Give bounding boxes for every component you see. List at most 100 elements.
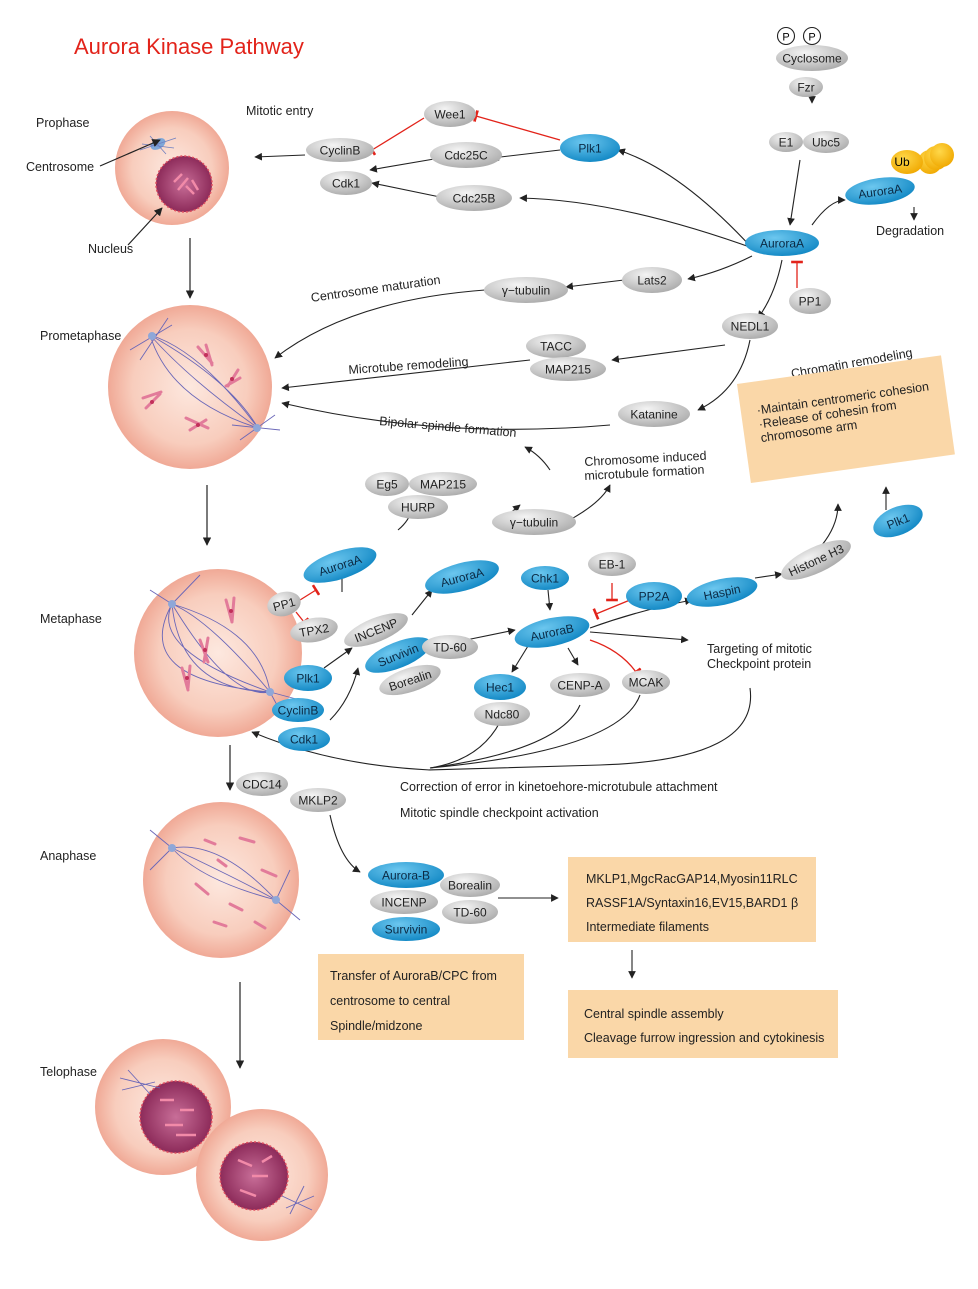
- node-gamma-tubulin-2: γ−tubulin: [492, 509, 576, 535]
- node-label-nedl1: NEDL1: [731, 320, 770, 334]
- node-fzr: Fzr: [789, 77, 823, 97]
- node-aurora-b: AuroraB: [514, 616, 590, 648]
- node-label-map215-1: MAP215: [545, 363, 591, 377]
- node-label-lats2: Lats2: [637, 274, 667, 288]
- node-ubc5: Ubc5: [803, 131, 849, 153]
- node-incenp-2: INCENP: [370, 890, 438, 914]
- node-label-pp2a: PP2A: [639, 590, 670, 604]
- node-cyclinb-top: CyclinB: [306, 138, 374, 162]
- phase-label-prophase: Prophase: [36, 116, 90, 130]
- node-label-hurp: HURP: [401, 501, 435, 515]
- node-label-borealin-2: Borealin: [448, 879, 492, 893]
- cell-prophase: [115, 111, 229, 225]
- phospho-markers: P P: [776, 26, 822, 46]
- node-label-eg5: Eg5: [376, 478, 398, 492]
- box-transfer: Transfer of AuroraB/CPC from centrosome …: [318, 954, 524, 1040]
- box-substrates-line-1: MKLP1,MgcRacGAP14,Myosin11RLC: [586, 872, 798, 886]
- label-targeting-1: Targeting of mitotic: [707, 642, 812, 656]
- node-label-pp1-meta: PP1: [271, 595, 297, 614]
- node-aurora-a-2: AuroraA: [425, 560, 499, 594]
- node-label-cdk1-meta: Cdk1: [290, 733, 318, 747]
- node-label-wee1: Wee1: [434, 108, 465, 122]
- phospho-label-1: P: [782, 32, 789, 44]
- box-transfer-line-2: centrosome to central: [330, 994, 451, 1008]
- node-label-pp1-top: PP1: [799, 295, 822, 309]
- node-ndc80: Ndc80: [474, 702, 530, 726]
- node-wee1: Wee1: [424, 101, 476, 127]
- node-cyclinb-meta: CyclinB: [272, 698, 324, 722]
- node-label-chk1: Chk1: [531, 572, 559, 586]
- node-label-cdk1-top: Cdk1: [332, 177, 360, 191]
- phase-arrows: [99, 139, 245, 1069]
- box-substrates-line-3: Intermediate filaments: [586, 920, 709, 934]
- node-label-cdc14: CDC14: [242, 778, 282, 792]
- node-hurp: HURP: [388, 495, 448, 519]
- node-chk1: Chk1: [521, 566, 569, 590]
- node-label-cyclinb-meta: CyclinB: [278, 704, 319, 718]
- label-degradation: Degradation: [876, 224, 945, 238]
- node-haspin: Haspin: [686, 577, 758, 607]
- node-label-hec1: Hec1: [486, 681, 514, 695]
- phase-label-telophase: Telophase: [40, 1065, 97, 1079]
- node-cenp-a: CENP-A: [550, 673, 610, 697]
- node-label-plk1-meta: Plk1: [296, 672, 320, 686]
- node-label-tpx2: TPX2: [298, 621, 330, 640]
- node-label-td60-2: TD-60: [453, 906, 487, 920]
- node-cdk1-top: Cdk1: [320, 171, 372, 195]
- node-eg5: Eg5: [365, 472, 409, 496]
- node-td60-2: TD-60: [442, 900, 498, 924]
- node-aurora-a-main: AuroraA: [745, 230, 819, 256]
- node-map215-2: MAP215: [409, 472, 477, 496]
- node-survivin-2: Survivin: [372, 917, 440, 941]
- cell-anaphase: [143, 802, 301, 958]
- node-label-aurora-a-main: AuroraA: [760, 237, 804, 251]
- label-nucleus: Nucleus: [88, 242, 134, 256]
- node-pp1-meta: PP1: [267, 591, 301, 617]
- node-aurora-b-2: Aurora-B: [368, 862, 444, 888]
- box-transfer-line-1: Transfer of AuroraB/CPC from: [330, 969, 497, 983]
- node-td60-1: TD-60: [422, 635, 478, 659]
- node-label-plk1-top: Plk1: [578, 142, 602, 156]
- page-title: Aurora Kinase Pathway: [74, 34, 304, 59]
- node-e1: E1: [769, 132, 803, 152]
- node-label-eb1: EB-1: [599, 558, 626, 572]
- label-targeting-2: Checkpoint protein: [707, 657, 812, 671]
- node-hec1: Hec1: [474, 674, 526, 700]
- cell-prometaphase: [108, 305, 281, 469]
- node-label-cyclosome: Cyclosome: [782, 52, 842, 66]
- node-pp1-top: PP1: [789, 288, 831, 314]
- node-tacc: TACC: [526, 334, 586, 358]
- node-aurora-a-meta: AuroraA: [303, 547, 377, 583]
- node-label-incenp-2: INCENP: [381, 896, 426, 910]
- node-label-cenp-a: CENP-A: [557, 679, 602, 693]
- phase-label-anaphase: Anaphase: [40, 849, 97, 863]
- node-lats2: Lats2: [622, 267, 682, 293]
- node-label-mklp2: MKLP2: [298, 794, 338, 808]
- node-label-survivin-2: Survivin: [385, 923, 428, 937]
- box-substrates-line-2: RASSF1A/Syntaxin16,EV15,BARD1 β: [586, 896, 799, 910]
- ub-cluster: Ub: [891, 143, 954, 174]
- node-eb1: EB-1: [588, 552, 636, 576]
- node-label-katanine: Katanine: [630, 408, 678, 422]
- node-cdc14: CDC14: [236, 772, 288, 796]
- node-label-aurora-b-2: Aurora-B: [382, 869, 430, 883]
- ub-label: Ub: [894, 155, 910, 169]
- box-substrates: MKLP1,MgcRacGAP14,Myosin11RLC RASSF1A/Sy…: [568, 857, 816, 942]
- node-map215-1: MAP215: [530, 357, 606, 381]
- node-mklp2: MKLP2: [290, 788, 346, 812]
- node-label-map215-2: MAP215: [420, 478, 466, 492]
- node-nedl1: NEDL1: [722, 313, 778, 339]
- node-cdc25b: Cdc25B: [436, 185, 512, 211]
- phase-label-metaphase: Metaphase: [40, 612, 102, 626]
- node-label-cyclinb-top: CyclinB: [320, 144, 361, 158]
- node-plk1-meta: Plk1: [284, 665, 332, 691]
- node-gamma-tubulin-1: γ−tubulin: [484, 277, 568, 303]
- node-label-tacc: TACC: [540, 340, 572, 354]
- node-tpx2: TPX2: [290, 617, 338, 643]
- node-cdk1-meta: Cdk1: [278, 727, 330, 751]
- node-plk1-top: Plk1: [560, 134, 620, 162]
- box-transfer-line-3: Spindle/midzone: [330, 1019, 423, 1033]
- box-cytokinesis-line-2: Cleavage furrow ingression and cytokines…: [584, 1031, 825, 1045]
